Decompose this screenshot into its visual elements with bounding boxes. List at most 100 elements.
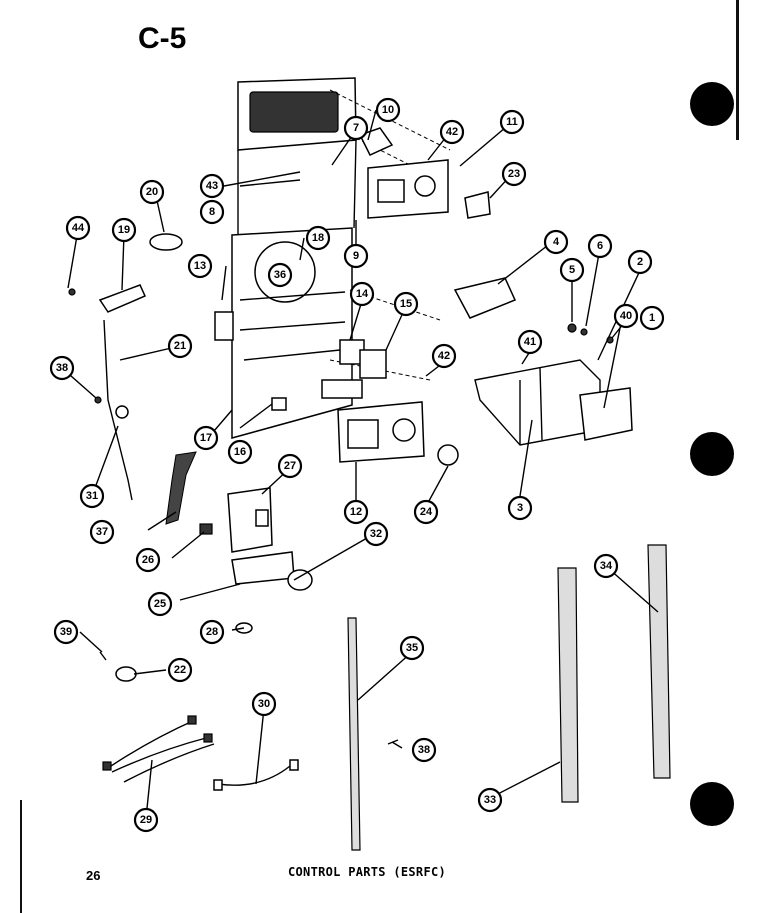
svg-text:39: 39 xyxy=(60,626,72,638)
callout-22: 22 xyxy=(167,657,193,683)
callout-3: 3 xyxy=(507,495,533,521)
svg-text:5: 5 xyxy=(569,264,575,276)
svg-text:30: 30 xyxy=(258,698,270,710)
callout-35: 35 xyxy=(399,635,425,661)
svg-text:2: 2 xyxy=(637,256,643,268)
svg-text:37: 37 xyxy=(96,526,108,538)
callout-16: 16 xyxy=(227,439,253,465)
svg-text:4: 4 xyxy=(553,236,560,248)
svg-text:44: 44 xyxy=(72,222,85,234)
binder-hole-middle xyxy=(690,432,734,476)
callout-15: 15 xyxy=(393,291,419,317)
trim-strip-34 xyxy=(647,544,671,779)
svg-text:6: 6 xyxy=(597,240,603,252)
svg-text:40: 40 xyxy=(620,310,632,322)
callout-24: 24 xyxy=(413,499,439,525)
page-number: 26 xyxy=(86,868,101,883)
callout-2: 2 xyxy=(627,249,653,275)
svg-text:28: 28 xyxy=(206,626,218,638)
bracket-assembly-part xyxy=(453,277,633,446)
svg-text:23: 23 xyxy=(508,168,520,180)
svg-text:22: 22 xyxy=(174,664,186,676)
svg-text:34: 34 xyxy=(600,560,613,572)
callout-32: 32 xyxy=(363,521,389,547)
callout-17: 17 xyxy=(193,425,219,451)
callout-4: 4 xyxy=(543,229,569,255)
svg-text:1: 1 xyxy=(649,312,655,324)
svg-text:12: 12 xyxy=(350,506,362,518)
svg-text:27: 27 xyxy=(284,460,296,472)
trim-strip-35 xyxy=(347,617,361,851)
callout-20: 20 xyxy=(139,179,165,205)
callout-30: 30 xyxy=(251,691,277,717)
svg-text:14: 14 xyxy=(356,288,369,300)
svg-text:24: 24 xyxy=(420,506,433,518)
callout-38-right: 38 xyxy=(411,737,437,763)
callout-28: 28 xyxy=(199,619,225,645)
svg-text:36: 36 xyxy=(274,269,286,281)
svg-text:32: 32 xyxy=(370,528,382,540)
callout-31: 31 xyxy=(79,483,105,509)
callout-11: 11 xyxy=(499,109,525,135)
callout-41: 41 xyxy=(517,329,543,355)
svg-text:18: 18 xyxy=(312,232,324,244)
callout-29: 29 xyxy=(133,807,159,833)
svg-text:7: 7 xyxy=(353,122,359,134)
callout-12: 12 xyxy=(343,499,369,525)
svg-text:29: 29 xyxy=(140,814,152,826)
callout-27: 27 xyxy=(277,453,303,479)
svg-text:35: 35 xyxy=(406,642,418,654)
callout-13: 13 xyxy=(187,253,213,279)
lower-switch-box-part xyxy=(337,401,425,463)
callout-14: 14 xyxy=(349,281,375,307)
diagram-caption: CONTROL PARTS (ESRFC) xyxy=(288,865,447,879)
light-switch-housing-part xyxy=(358,127,449,219)
svg-text:42: 42 xyxy=(446,126,458,138)
callout-39: 39 xyxy=(53,619,79,645)
callout-26: 26 xyxy=(135,547,161,573)
callout-8: 8 xyxy=(199,199,225,225)
callout-9: 9 xyxy=(343,243,369,269)
callout-38-left: 38 xyxy=(49,355,75,381)
svg-text:38: 38 xyxy=(418,744,430,756)
svg-text:42: 42 xyxy=(438,350,450,362)
callout-6: 6 xyxy=(587,233,613,259)
svg-text:21: 21 xyxy=(174,340,186,352)
callout-1: 1 xyxy=(639,305,665,331)
binder-hole-top xyxy=(690,82,734,126)
callout-23: 23 xyxy=(501,161,527,187)
svg-text:8: 8 xyxy=(209,206,215,218)
wire-harness-part xyxy=(102,715,299,791)
svg-text:3: 3 xyxy=(517,502,523,514)
svg-text:26: 26 xyxy=(142,554,154,566)
svg-text:16: 16 xyxy=(234,446,246,458)
svg-text:9: 9 xyxy=(353,250,359,262)
callout-18: 18 xyxy=(305,225,331,251)
svg-text:38: 38 xyxy=(56,362,68,374)
svg-text:15: 15 xyxy=(400,298,412,310)
callout-10: 10 xyxy=(375,97,401,123)
page-code: C-5 xyxy=(138,22,187,55)
svg-text:33: 33 xyxy=(484,794,496,806)
callout-42-mid: 42 xyxy=(431,343,457,369)
binder-hole-bottom xyxy=(690,782,734,826)
callout-43: 43 xyxy=(199,173,225,199)
callout-33: 33 xyxy=(477,787,503,813)
callout-5: 5 xyxy=(559,257,585,283)
callout-21: 21 xyxy=(167,333,193,359)
callout-25: 25 xyxy=(147,591,173,617)
callout-34: 34 xyxy=(593,553,619,579)
svg-text:11: 11 xyxy=(506,116,518,128)
callout-7: 7 xyxy=(343,115,369,141)
svg-text:20: 20 xyxy=(146,186,158,198)
callout-40: 40 xyxy=(613,303,639,329)
svg-text:43: 43 xyxy=(206,180,218,192)
svg-text:41: 41 xyxy=(524,336,536,348)
svg-text:31: 31 xyxy=(86,490,98,502)
svg-text:25: 25 xyxy=(154,598,166,610)
scan-edge-left xyxy=(20,800,22,913)
callout-19: 19 xyxy=(111,217,137,243)
svg-text:10: 10 xyxy=(382,104,394,116)
